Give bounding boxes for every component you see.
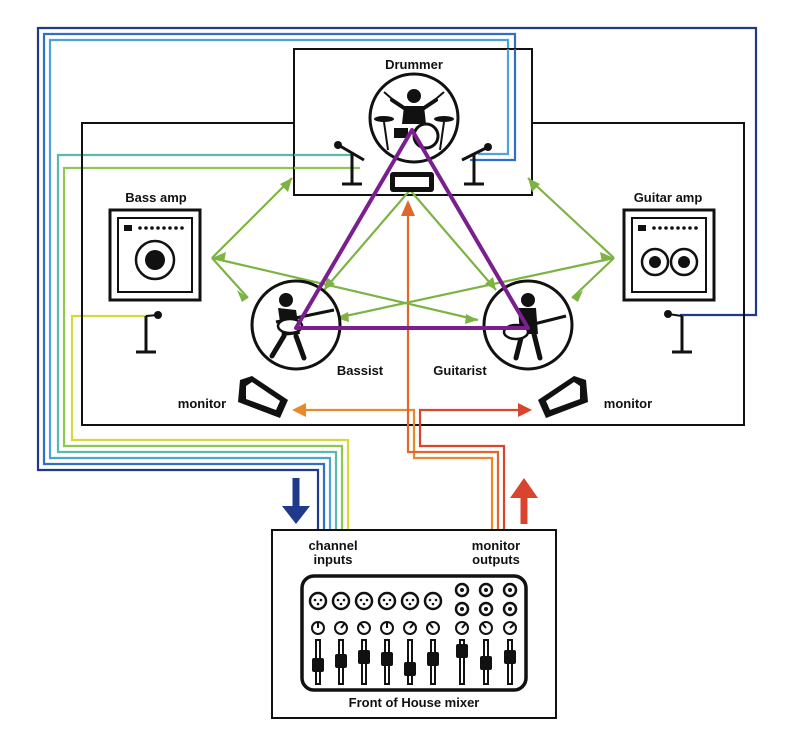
cable-monitor-right: [418, 408, 520, 530]
bassist-label: Bassist: [337, 363, 384, 378]
drum-monitor-icon: [390, 172, 434, 192]
sight-lines: [211, 177, 615, 322]
cable-drum-mic-left-1: [56, 153, 352, 530]
cable-drum-mic-left-2: [62, 166, 360, 530]
drummer-label: Drummer: [385, 57, 443, 72]
monitor-right-icon: [538, 376, 588, 418]
cable-bass-amp-mic: [70, 314, 350, 530]
monitor-outputs-label-1: monitor: [472, 538, 520, 553]
drum-mic-right-icon: [461, 143, 492, 186]
bass-amp-mic-icon: [136, 311, 162, 354]
drum-mic-left-icon: [334, 141, 365, 186]
arrow-down-icon: [282, 478, 310, 524]
mixer-label: Front of House mixer: [349, 695, 480, 710]
arrowhead-monitor-left: [292, 403, 306, 417]
monitor-left-label: monitor: [178, 396, 226, 411]
cable-guitar-amp-mic: [36, 26, 758, 530]
monitor-outputs-label-2: outputs: [472, 552, 520, 567]
monitor-left-icon: [238, 376, 288, 418]
arrowhead-monitor-right: [518, 403, 532, 417]
guitar-amp-label: Guitar amp: [634, 190, 703, 205]
bass-amp-icon: [108, 208, 202, 302]
channel-inputs-label-1: channel: [308, 538, 357, 553]
monitor-cables: [304, 215, 520, 530]
guitarist-label: Guitarist: [433, 363, 487, 378]
cable-monitor-left: [304, 408, 494, 530]
guitar-amp-icon: [622, 208, 716, 302]
cable-monitor-center: [406, 215, 500, 530]
channel-inputs-label-2: inputs: [314, 552, 353, 567]
arrowhead-monitor-center: [401, 200, 415, 216]
arrow-up-icon: [510, 478, 538, 524]
bass-amp-label: Bass amp: [125, 190, 186, 205]
drummer-icon: [368, 72, 460, 164]
band-communication-triangle: [294, 128, 530, 330]
guitar-amp-mic-icon: [664, 310, 692, 354]
mixer-icon: [300, 574, 528, 692]
monitor-right-label: monitor: [604, 396, 652, 411]
